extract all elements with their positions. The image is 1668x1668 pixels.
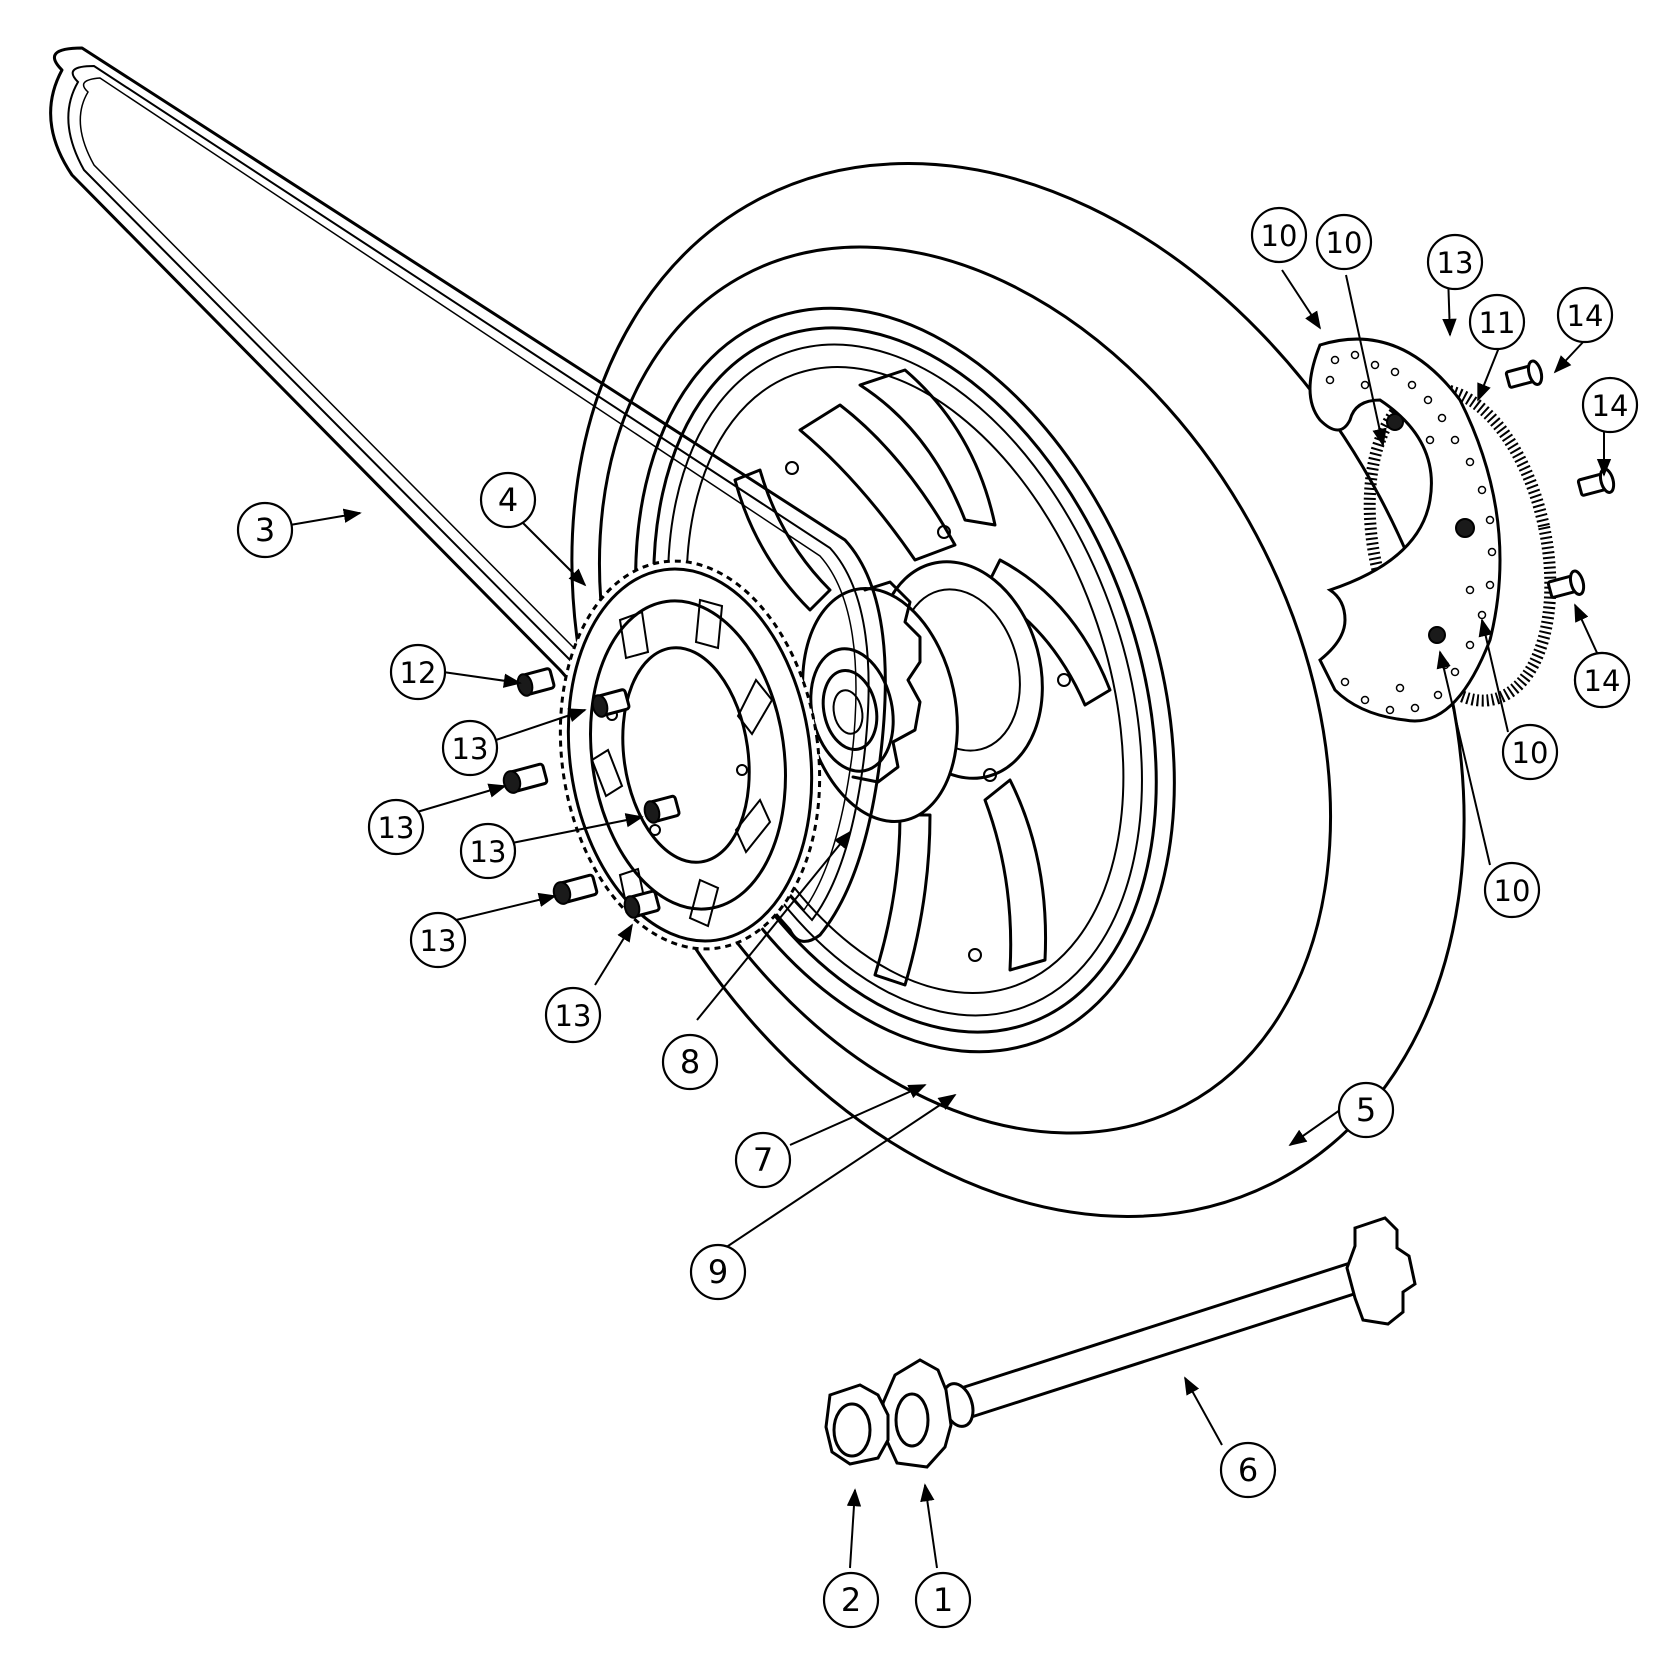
callout-label: 13 [420, 924, 457, 958]
callout-label: 6 [1238, 1451, 1258, 1489]
callout-circle [479, 471, 537, 529]
callout-circle [389, 643, 447, 701]
callout-label: 2 [841, 1581, 861, 1619]
callout-label: 7 [753, 1141, 773, 1179]
callout-14: 14 [1573, 651, 1631, 709]
callout-circle [236, 501, 294, 559]
chain-adjuster [881, 1358, 953, 1469]
callout-label: 5 [1356, 1091, 1376, 1129]
callout-13: 13 [409, 911, 467, 969]
axle [941, 1216, 1417, 1428]
callout-2: 2 [822, 1571, 880, 1629]
callout-label: 13 [555, 999, 592, 1033]
callout-1: 1 [914, 1571, 972, 1629]
rear-sprocket [558, 559, 822, 951]
callout-circle [367, 798, 425, 856]
sprocket-carrier [801, 580, 959, 823]
callout-14: 14 [1556, 286, 1614, 344]
callout-circle [822, 1571, 880, 1629]
callout-label: 10 [1326, 226, 1363, 260]
callout-label: 10 [1494, 874, 1531, 908]
callout-label: 10 [1261, 219, 1298, 253]
callout-circle [661, 1033, 719, 1091]
callout-label: 10 [1512, 736, 1549, 770]
callout-13: 13 [459, 822, 517, 880]
callout-label: 12 [400, 656, 437, 690]
callout-label: 9 [708, 1253, 728, 1291]
axle-nut [824, 1383, 890, 1466]
callout-13: 13 [367, 798, 425, 856]
callout-14: 14 [1581, 376, 1639, 434]
callout-label: 13 [1437, 246, 1474, 280]
callout-circle [914, 1571, 972, 1629]
callout-circle [1556, 286, 1614, 344]
callout-label: 13 [470, 835, 507, 869]
callout-circle [1219, 1441, 1277, 1499]
callout-circle [1483, 861, 1541, 919]
callout-circle [544, 986, 602, 1044]
callout-label: 14 [1567, 299, 1604, 333]
callout-10: 10 [1501, 723, 1559, 781]
callout-10: 10 [1483, 861, 1541, 919]
callout-circle [1250, 206, 1308, 264]
callout-12: 12 [389, 643, 447, 701]
callout-circle [459, 822, 517, 880]
sprocket-bolts [502, 667, 681, 919]
callout-13: 13 [441, 719, 499, 777]
callout-circle [1426, 233, 1484, 291]
callout-9: 9 [689, 1243, 747, 1301]
callout-circle [1581, 376, 1639, 434]
callout-11: 11 [1468, 293, 1526, 351]
callout-circle [1315, 213, 1373, 271]
callout-label: 1 [933, 1581, 953, 1619]
callout-10: 10 [1315, 213, 1373, 271]
callout-13: 13 [1426, 233, 1484, 291]
callout-8: 8 [661, 1033, 719, 1091]
callout-circle [1501, 723, 1559, 781]
callout-10: 10 [1250, 206, 1308, 264]
drive-chain [49, 46, 887, 943]
callout-label: 13 [378, 811, 415, 845]
callout-label: 3 [255, 511, 275, 549]
callout-5: 5 [1337, 1081, 1395, 1139]
callout-circle [441, 719, 499, 777]
callout-7: 7 [734, 1131, 792, 1189]
callout-6: 6 [1219, 1441, 1277, 1499]
callout-label: 14 [1592, 389, 1629, 423]
callout-label: 8 [680, 1043, 700, 1081]
callout-13: 13 [544, 986, 602, 1044]
callout-circle [689, 1243, 747, 1301]
brake-disc [1308, 337, 1557, 723]
callout-4: 4 [479, 471, 537, 529]
disc-bolts [1504, 359, 1616, 599]
callout-label: 11 [1479, 306, 1516, 340]
callout-circle [734, 1131, 792, 1189]
callout-circle [1337, 1081, 1395, 1139]
callout-label: 14 [1584, 664, 1621, 698]
callout-circle [409, 911, 467, 969]
callout-label: 13 [452, 732, 489, 766]
callout-circle [1573, 651, 1631, 709]
callout-label: 4 [498, 481, 518, 519]
callout-circle [1468, 293, 1526, 351]
callout-3: 3 [236, 501, 294, 559]
callout-layer: 1234567891010101011121313131313131414141… [236, 206, 1639, 1629]
